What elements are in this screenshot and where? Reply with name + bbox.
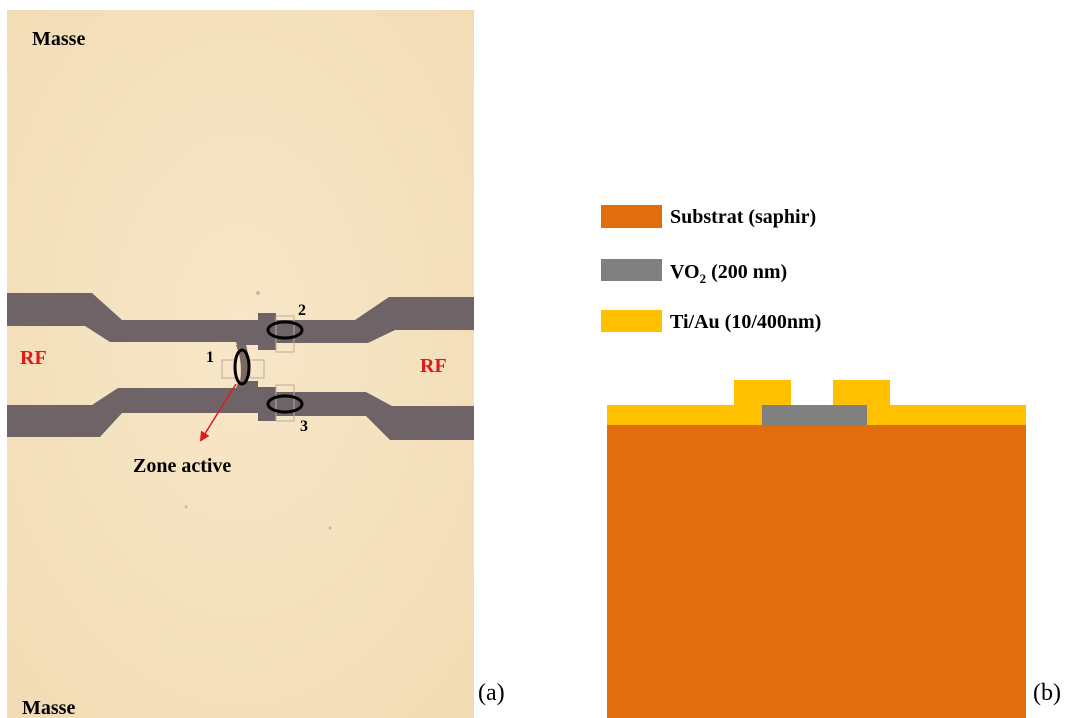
- legend-vo2-thickness: (200 nm): [706, 261, 787, 283]
- upper-transmission-line: [7, 293, 474, 350]
- legend-vo2-subscript: 2: [700, 271, 707, 286]
- metal-electrode-left: [734, 380, 791, 406]
- speck: [256, 291, 260, 295]
- marker-label-2: 2: [298, 302, 306, 319]
- marker-ellipse-3: [266, 394, 304, 414]
- marker-label-1: 1: [206, 349, 214, 366]
- micrograph-background: [7, 10, 474, 718]
- panel-a-micrograph: Masse Masse RF RF 1 2 3 Zone active (a): [7, 10, 505, 718]
- metal-layer-right: [867, 405, 1026, 425]
- metal-electrode-right: [833, 380, 890, 406]
- pad-3: [275, 384, 295, 422]
- active-zone-label: Zone active: [133, 455, 231, 477]
- substrate-layer: [607, 425, 1026, 718]
- speck: [328, 526, 332, 530]
- ground-label-bottom: Masse: [22, 697, 75, 718]
- rf-label-right: RF: [420, 355, 447, 377]
- legend-swatch-metal: [601, 310, 662, 332]
- lower-transmission-line: [7, 381, 474, 440]
- legend-vo2-formula: VO: [670, 261, 700, 283]
- rf-label-left: RF: [20, 347, 47, 369]
- speck: [184, 505, 188, 509]
- legend-swatch-vo2: [601, 259, 662, 281]
- metal-layer-left: [607, 405, 762, 425]
- marker-label-3: 3: [300, 418, 308, 435]
- marker-ellipse-1: [233, 348, 251, 386]
- legend: Substrat (saphir) VO2 (200 nm) Ti/Au (10…: [601, 205, 821, 333]
- legend-label-metal: Ti/Au (10/400nm): [670, 311, 821, 333]
- marker-ellipse-2: [266, 320, 304, 340]
- pad-2: [275, 315, 295, 353]
- active-zone-bridge: [236, 345, 249, 388]
- legend-label-vo2: VO2 (200 nm): [670, 261, 787, 286]
- legend-label-substrate: Substrat (saphir): [670, 206, 816, 228]
- panel-letter-a: (a): [478, 680, 505, 706]
- legend-swatch-substrate: [601, 205, 662, 228]
- panel-b-cross-section: Substrat (saphir) VO2 (200 nm) Ti/Au (10…: [601, 205, 1061, 718]
- vo2-layer: [762, 405, 867, 425]
- active-zone-arrow: [199, 383, 237, 442]
- ground-label-top: Masse: [32, 28, 85, 50]
- panel-letter-b: (b): [1033, 680, 1061, 706]
